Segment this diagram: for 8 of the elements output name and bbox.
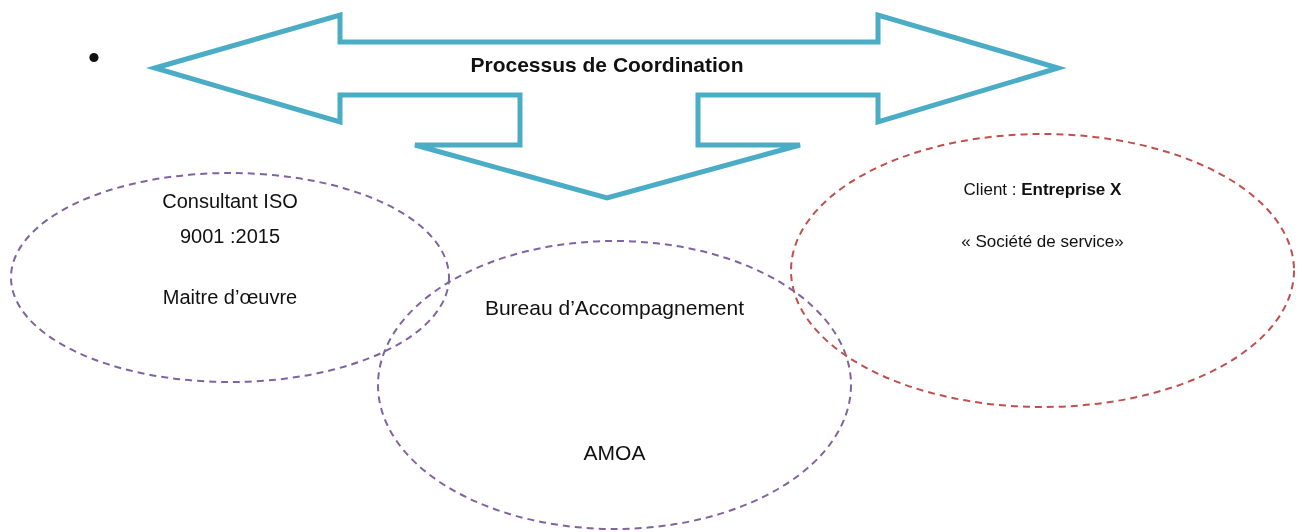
bullet-point: • [88, 38, 100, 77]
node-text: « Société de service» [960, 231, 1125, 253]
node-text: AMOA [582, 440, 647, 466]
node-text: Maitre d’œuvre [161, 285, 299, 310]
node-text: Consultant ISO 9001 :2015 [161, 189, 299, 249]
arrow-title: Processus de Coordination [469, 52, 745, 78]
node-text: Bureau d’Accompagnement [484, 295, 745, 321]
node-text: Client : Entreprise X [962, 179, 1123, 201]
